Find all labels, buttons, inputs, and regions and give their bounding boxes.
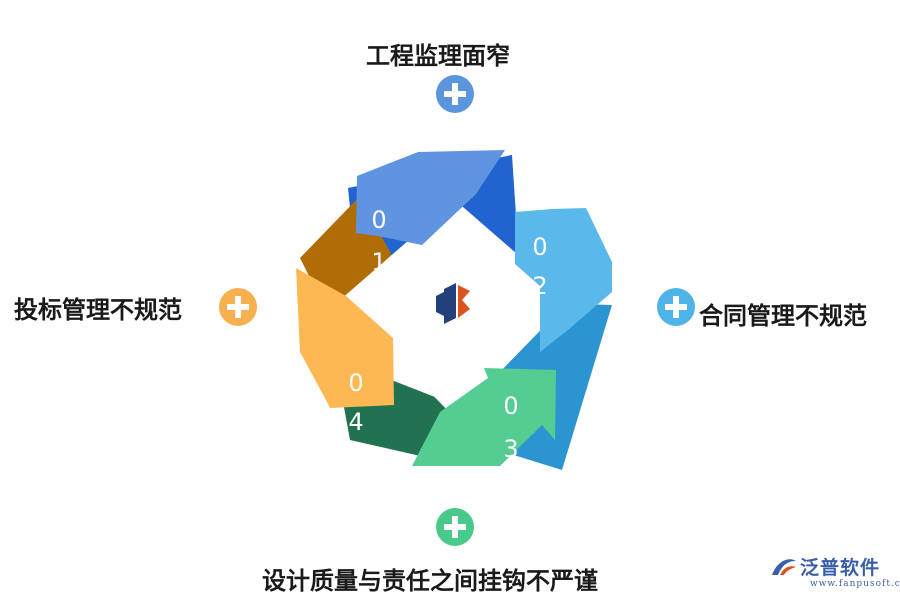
label-top: 工程监理面窄 <box>366 42 510 70</box>
segment-3-number: 0 <box>503 392 518 420</box>
brand-url: www.fanpusoft.com <box>810 579 900 589</box>
plus-icon-bottom[interactable] <box>436 508 474 546</box>
segment-2-arrow <box>515 208 612 352</box>
segment-1-number-sub: 1 <box>371 248 386 276</box>
plus-icon-left[interactable] <box>219 288 257 326</box>
segment-4-number-sub: 4 <box>348 408 363 436</box>
brand-name: 泛普软件 <box>800 557 881 579</box>
segment-4-arrow <box>296 268 394 408</box>
brand-logo-icon <box>772 559 796 575</box>
plus-icon-top[interactable] <box>436 75 474 113</box>
plus-icon-right[interactable] <box>657 288 695 326</box>
segment-3-number-sub: 3 <box>503 435 518 463</box>
label-bottom: 设计质量与责任之间挂钩不严谨 <box>262 567 598 595</box>
segment-2-number: 0 <box>532 233 547 261</box>
segment-3-arrow <box>412 368 556 466</box>
label-left: 投标管理不规范 <box>14 296 182 324</box>
segment-2-number-sub: 2 <box>532 272 547 300</box>
center-logo-icon <box>436 283 470 324</box>
segment-4-number: 0 <box>348 369 363 397</box>
segment-1-number: 0 <box>371 206 386 234</box>
label-right: 合同管理不规范 <box>699 302 867 330</box>
brand-watermark: 泛普软件 www.fanpusoft.com <box>768 553 900 597</box>
segment-1-arrow <box>356 150 505 245</box>
